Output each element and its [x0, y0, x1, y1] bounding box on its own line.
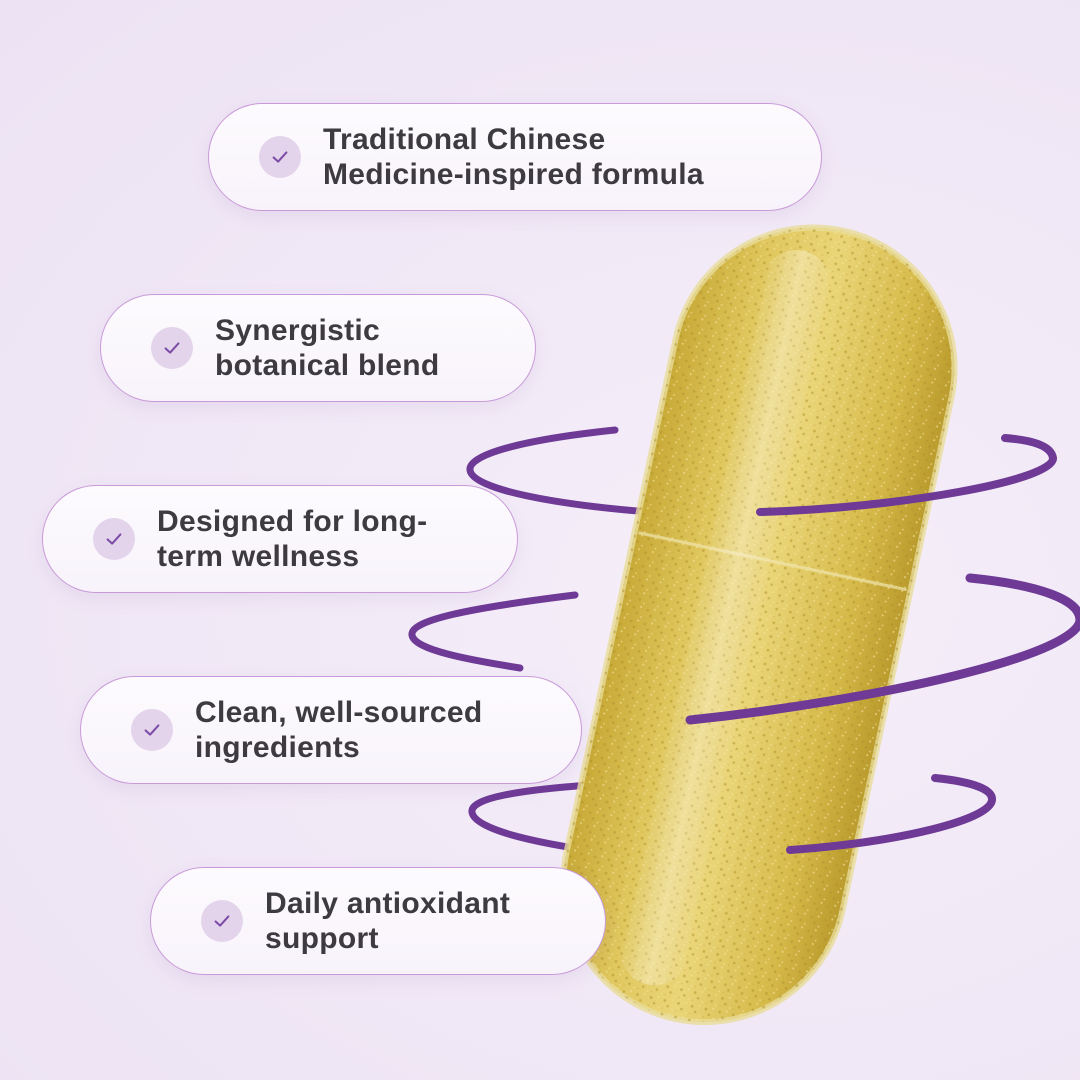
benefit-text: Daily antioxidant support — [265, 886, 510, 956]
benefit-badge-2: Synergistic botanical blend — [100, 294, 536, 402]
benefit-text: Clean, well-sourced ingredients — [195, 695, 482, 765]
benefit-badge-4: Clean, well-sourced ingredients — [80, 676, 582, 784]
benefit-text: Synergistic botanical blend — [215, 313, 440, 383]
benefit-line-1: Designed for long- — [157, 505, 428, 538]
benefit-line-1: Traditional Chinese — [323, 123, 606, 156]
benefit-badge-5: Daily antioxidant support — [150, 867, 606, 975]
benefit-line-1: Synergistic — [215, 314, 381, 347]
check-icon — [151, 327, 193, 369]
capsule — [560, 224, 958, 1026]
checkmark-glyph — [272, 151, 288, 163]
benefit-badge-1: Traditional Chinese Medicine-inspired fo… — [208, 103, 822, 211]
check-icon — [131, 709, 173, 751]
benefit-text: Designed for long- term wellness — [157, 504, 427, 574]
benefit-line-2: botanical blend — [215, 349, 440, 382]
check-icon — [93, 518, 135, 560]
check-icon — [259, 136, 301, 178]
checkmark-glyph — [164, 342, 180, 354]
check-icon — [201, 900, 243, 942]
benefit-line-1: Clean, well-sourced — [195, 696, 483, 729]
benefit-line-2: Medicine-inspired formula — [323, 158, 704, 191]
benefit-text: Traditional Chinese Medicine-inspired fo… — [323, 122, 704, 192]
checkmark-glyph — [144, 724, 160, 736]
swirl-back — [408, 426, 654, 859]
benefit-line-2: support — [265, 922, 379, 955]
benefit-line-1: Daily antioxidant — [265, 887, 511, 920]
benefit-line-2: ingredients — [195, 731, 360, 764]
benefit-badge-3: Designed for long- term wellness — [42, 485, 518, 593]
checkmark-glyph — [214, 915, 230, 927]
checkmark-glyph — [106, 533, 122, 545]
benefit-line-2: term wellness — [157, 540, 360, 573]
swirl-front — [685, 434, 1080, 854]
